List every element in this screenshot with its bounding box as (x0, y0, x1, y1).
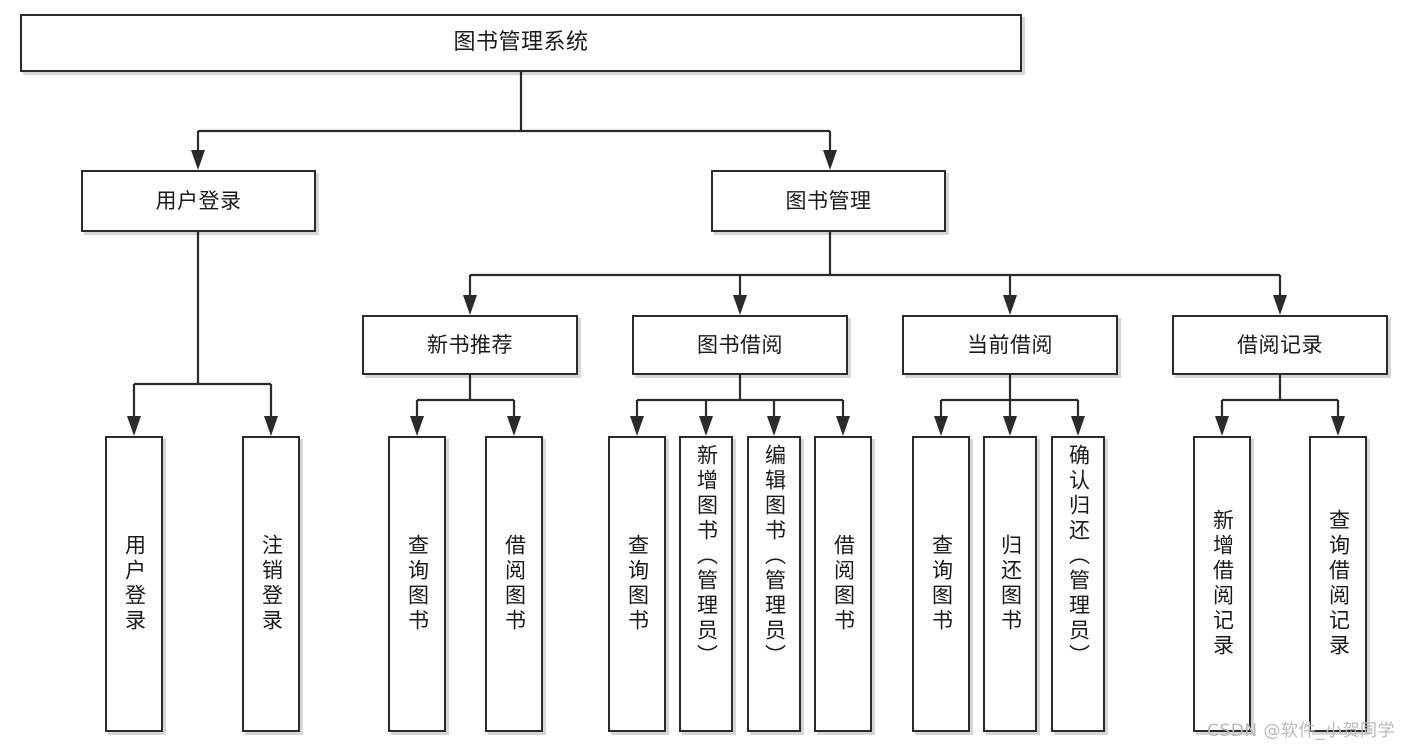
node-leaf-user-login[interactable]: 用户登录 (105, 436, 163, 732)
node-new-book-rec-label: 新书推荐 (427, 332, 513, 357)
node-leaf-edit-book-label: 编辑图书（管理员） (762, 444, 787, 669)
node-user-login-label: 用户登录 (155, 188, 242, 213)
arrowhead-leaf-user-login (127, 416, 141, 436)
arrowhead-bb-c4 (836, 416, 850, 436)
node-leaf-borrow-book-2[interactable]: 借阅图书 (814, 436, 872, 732)
node-current-borrow[interactable]: 当前借阅 (902, 315, 1118, 375)
arrowhead-bb-c3 (767, 416, 781, 436)
node-current-borrow-label: 当前借阅 (967, 332, 1053, 357)
node-root[interactable]: 图书管理系统 (20, 14, 1022, 72)
node-borrow-record-label: 借阅记录 (1237, 332, 1323, 357)
node-leaf-query-book-2[interactable]: 查询图书 (608, 436, 666, 732)
node-leaf-add-book-label: 新增图书（管理员） (694, 444, 719, 669)
node-leaf-add-record[interactable]: 新增借阅记录 (1193, 436, 1251, 732)
node-leaf-logout-label: 注销登录 (259, 534, 284, 634)
node-leaf-borrow-book-2-label: 借阅图书 (831, 534, 856, 634)
arrowhead-br-c2 (1331, 416, 1345, 436)
node-leaf-confirm-return-label: 确认归还（管理员） (1066, 444, 1091, 669)
node-leaf-query-book-3[interactable]: 查询图书 (912, 436, 970, 732)
node-leaf-add-book[interactable]: 新增图书（管理员） (679, 436, 733, 732)
node-leaf-user-login-label: 用户登录 (122, 534, 147, 634)
node-leaf-borrow-book-1[interactable]: 借阅图书 (485, 436, 543, 732)
node-leaf-edit-book[interactable]: 编辑图书（管理员） (747, 436, 801, 732)
arrowhead-leaf-logout (264, 416, 278, 436)
arrowhead-bb-c2 (699, 416, 713, 436)
arrowhead-cb-c3 (1071, 416, 1085, 436)
arrowhead-br-c1 (1215, 416, 1229, 436)
node-root-label: 图书管理系统 (453, 30, 589, 56)
node-leaf-logout[interactable]: 注销登录 (242, 436, 300, 732)
node-leaf-borrow-book-1-label: 借阅图书 (502, 534, 527, 634)
node-leaf-query-book-2-label: 查询图书 (625, 534, 650, 634)
node-book-borrow-label: 图书借阅 (697, 332, 783, 357)
node-book-manage-label: 图书管理 (785, 188, 872, 213)
node-leaf-return-book-label: 归还图书 (998, 534, 1023, 634)
node-leaf-confirm-return[interactable]: 确认归还（管理员） (1051, 436, 1105, 732)
node-leaf-add-record-label: 新增借阅记录 (1210, 509, 1235, 659)
node-book-borrow[interactable]: 图书借阅 (632, 315, 848, 375)
arrowhead-bookborrow (733, 295, 747, 315)
arrowhead-nb-c2 (507, 416, 521, 436)
node-leaf-return-book[interactable]: 归还图书 (983, 436, 1037, 732)
node-leaf-query-book-3-label: 查询图书 (929, 534, 954, 634)
arrowhead-newbook (463, 295, 477, 315)
node-borrow-record[interactable]: 借阅记录 (1172, 315, 1388, 375)
arrowhead-borrowrecord (1273, 295, 1287, 315)
arrowhead-bookmanage (823, 150, 837, 170)
arrowhead-cb-c2 (1003, 416, 1017, 436)
node-leaf-query-book-1[interactable]: 查询图书 (388, 436, 446, 732)
node-leaf-query-record[interactable]: 查询借阅记录 (1309, 436, 1367, 732)
arrowhead-currentborrow (1003, 295, 1017, 315)
arrowhead-bb-c1 (630, 416, 644, 436)
arrowhead-nb-c1 (410, 416, 424, 436)
node-leaf-query-book-1-label: 查询图书 (405, 534, 430, 634)
node-leaf-query-record-label: 查询借阅记录 (1326, 509, 1351, 659)
node-user-login[interactable]: 用户登录 (81, 170, 316, 232)
node-book-manage[interactable]: 图书管理 (711, 170, 946, 232)
arrowhead-userlogin (191, 150, 205, 170)
arrowhead-cb-c1 (934, 416, 948, 436)
node-new-book-rec[interactable]: 新书推荐 (362, 315, 578, 375)
csdn-watermark: CSDN @软件_小贺同学 (1207, 721, 1395, 741)
